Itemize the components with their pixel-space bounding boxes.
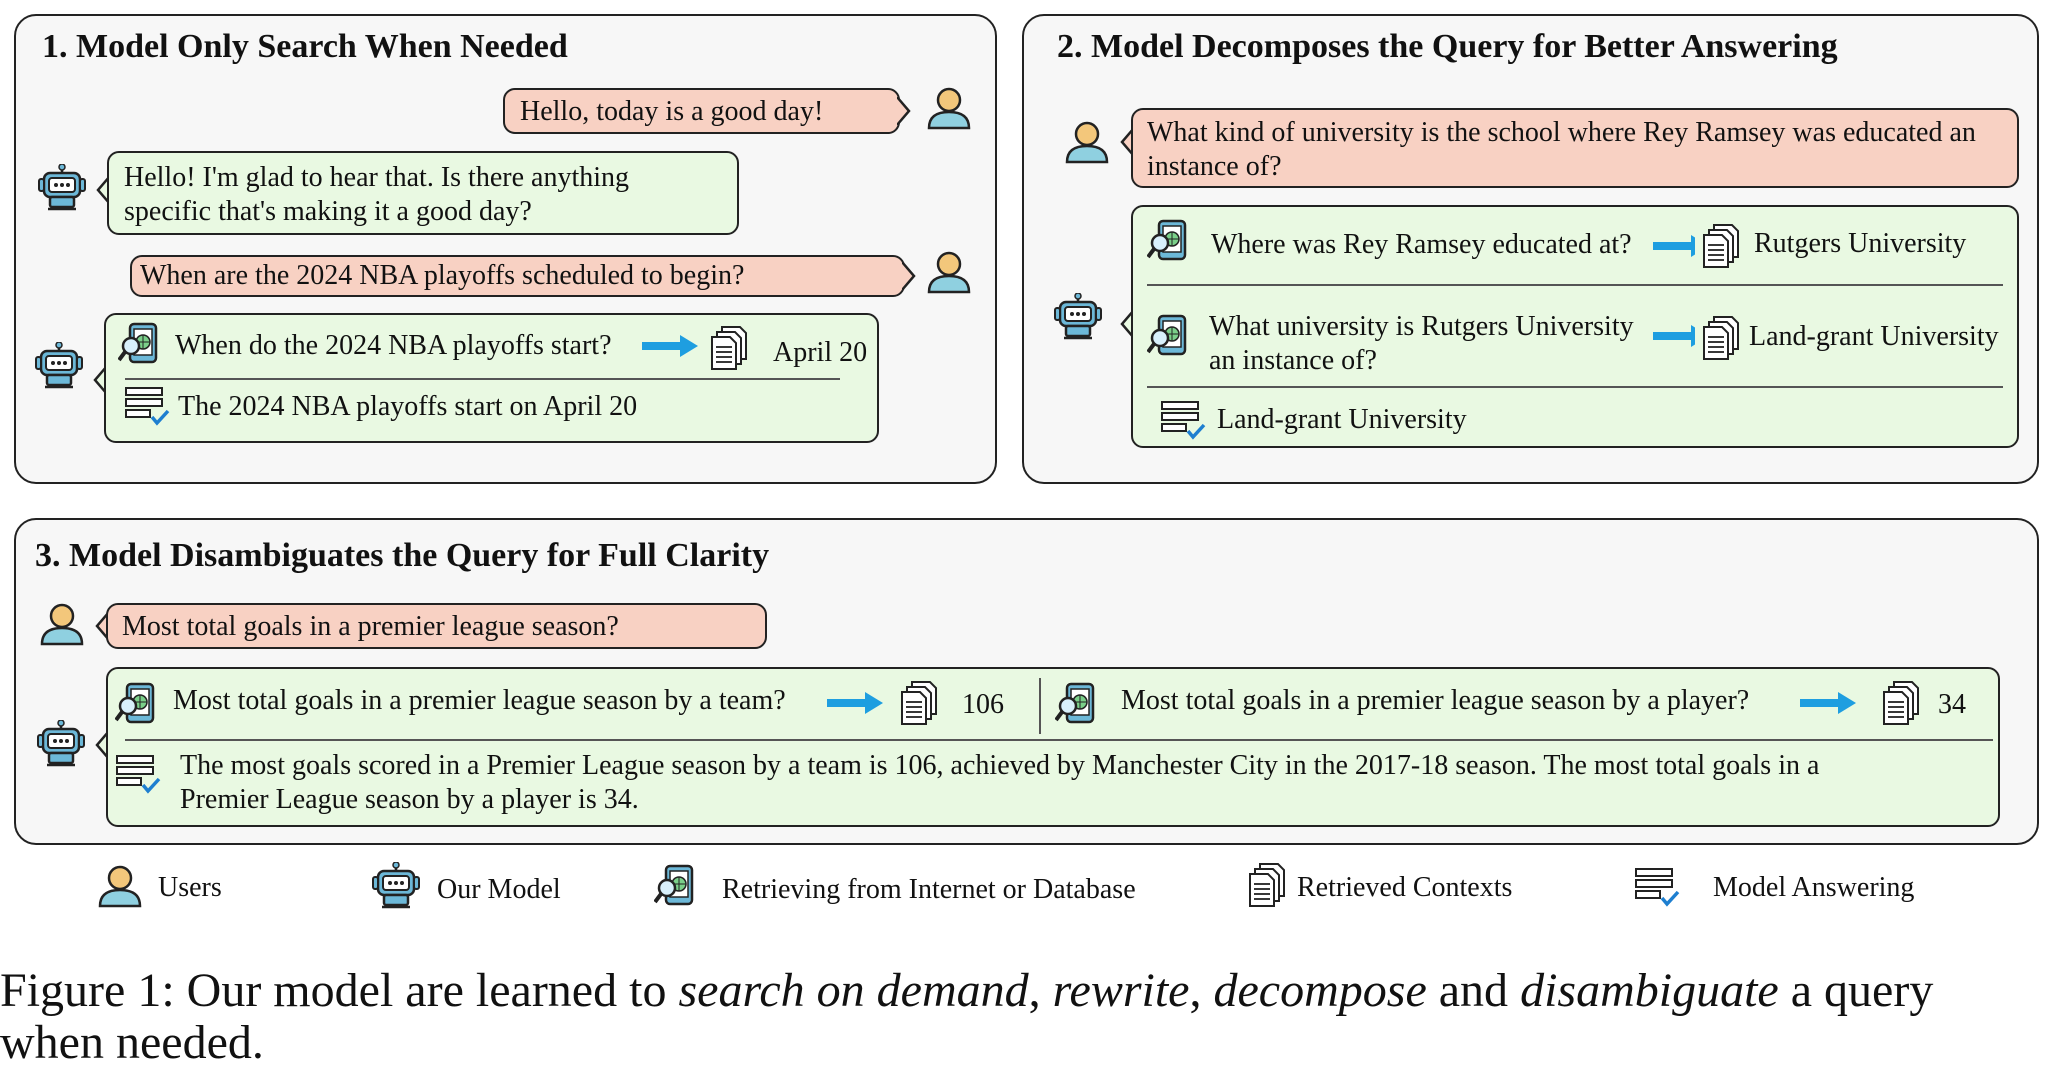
bot-message-1-line2: specific that's making it a good day? bbox=[124, 196, 532, 227]
sub-question-2-line2: an instance of? bbox=[1209, 345, 1377, 376]
clarified-answer-1: 106 bbox=[962, 689, 1004, 720]
caption-term-search: search on demand bbox=[678, 964, 1029, 1017]
divider bbox=[1147, 386, 2003, 388]
search-query: When do the 2024 NBA playoffs start? bbox=[175, 330, 612, 361]
legend-documents-icon bbox=[1249, 863, 1285, 907]
sub-answer-2: Land-grant University bbox=[1749, 321, 1999, 352]
clarified-answer-2: 34 bbox=[1938, 689, 1966, 720]
retrieve-icon bbox=[115, 682, 155, 724]
clarified-question-1: Most total goals in a premier league sea… bbox=[173, 685, 786, 716]
panel3-title: 3. Model Disambiguates the Query for Ful… bbox=[35, 537, 770, 574]
caption-line1: Figure 1: Our model are learned to searc… bbox=[0, 965, 2053, 1017]
robot-icon bbox=[1054, 293, 1102, 340]
final-answer-line2: Premier League season by a player is 34. bbox=[180, 784, 639, 815]
disambiguation-box bbox=[106, 667, 2000, 827]
user-message-1 bbox=[503, 88, 900, 134]
answer-icon bbox=[115, 754, 161, 793]
documents-icon bbox=[1703, 316, 1739, 360]
retrieve-icon bbox=[1055, 682, 1095, 724]
user-question-line1: What kind of university is the school wh… bbox=[1147, 117, 1976, 148]
divider bbox=[1039, 678, 1041, 734]
caption-sep: and bbox=[1426, 964, 1521, 1017]
bot-message-1-line1: Hello! I'm glad to hear that. Is there a… bbox=[124, 162, 629, 193]
legend-answering: Model Answering bbox=[1713, 872, 1915, 903]
final-answer-line1: The most goals scored in a Premier Leagu… bbox=[180, 750, 1820, 781]
answer-icon bbox=[1160, 400, 1206, 439]
bot-message-1 bbox=[107, 151, 739, 235]
user-icon bbox=[927, 251, 971, 294]
caption-term-disambiguate: disambiguate bbox=[1520, 964, 1779, 1017]
decomposition-box bbox=[1131, 205, 2019, 448]
user-message-1-text: Hello, today is a good day! bbox=[520, 96, 824, 127]
sub-question-2-line1: What university is Rutgers University bbox=[1209, 311, 1634, 342]
user-message-2-text: When are the 2024 NBA playoffs scheduled… bbox=[140, 260, 745, 291]
sub-question-1: Where was Rey Ramsey educated at? bbox=[1211, 229, 1632, 260]
caption-sep: , bbox=[1189, 964, 1214, 1017]
legend-users: Users bbox=[158, 872, 222, 903]
arrow-icon bbox=[642, 335, 698, 357]
documents-icon bbox=[1883, 681, 1919, 725]
divider bbox=[125, 739, 1993, 741]
legend-user-icon bbox=[98, 865, 142, 908]
legend-robot-icon bbox=[372, 862, 420, 909]
arrow-icon bbox=[1800, 692, 1856, 714]
caption-term-decompose: decompose bbox=[1213, 964, 1427, 1017]
legend-retrieving: Retrieving from Internet or Database bbox=[722, 874, 1136, 905]
robot-icon bbox=[37, 720, 85, 767]
arrow-icon bbox=[1653, 325, 1695, 347]
caption-suffix: a query bbox=[1778, 964, 1934, 1017]
model-answer: The 2024 NBA playoffs start on April 20 bbox=[178, 391, 638, 422]
documents-icon bbox=[711, 326, 747, 370]
caption-sep: , bbox=[1028, 964, 1053, 1017]
retrieve-icon bbox=[1147, 314, 1187, 356]
retrieve-icon bbox=[118, 322, 158, 364]
documents-icon bbox=[1703, 224, 1739, 268]
panel2-title: 2. Model Decomposes the Query for Better… bbox=[1057, 28, 1838, 65]
divider bbox=[1147, 284, 2003, 286]
legend-retrieve-icon bbox=[654, 864, 694, 906]
user-message-2 bbox=[130, 255, 905, 297]
robot-icon bbox=[38, 164, 86, 211]
divider bbox=[125, 378, 840, 380]
caption-line2: when needed. bbox=[0, 1016, 264, 1069]
legend-answer-icon bbox=[1634, 867, 1680, 906]
robot-icon bbox=[35, 342, 83, 389]
retrieve-icon bbox=[1147, 219, 1187, 261]
figure-caption: Figure 1: Our model are learned to searc… bbox=[0, 965, 2053, 1069]
final-answer: Land-grant University bbox=[1217, 404, 1467, 435]
user-icon bbox=[40, 603, 84, 646]
legend-model: Our Model bbox=[437, 874, 561, 905]
arrow-icon bbox=[827, 692, 883, 714]
clarified-question-2: Most total goals in a premier league sea… bbox=[1121, 685, 1750, 716]
retrieved-context: April 20 bbox=[773, 337, 868, 368]
bubble-tail bbox=[902, 262, 916, 290]
user-question bbox=[1131, 108, 2019, 188]
legend-contexts: Retrieved Contexts bbox=[1297, 872, 1513, 903]
documents-icon bbox=[901, 681, 937, 725]
panel1-title: 1. Model Only Search When Needed bbox=[42, 28, 568, 65]
arrow-icon bbox=[1653, 235, 1695, 257]
sub-answer-1: Rutgers University bbox=[1754, 228, 1967, 259]
caption-term-rewrite: rewrite bbox=[1052, 964, 1190, 1017]
user-question bbox=[106, 603, 767, 649]
bubble-tail bbox=[897, 97, 911, 125]
user-icon bbox=[1065, 121, 1109, 164]
user-icon bbox=[927, 87, 971, 130]
caption-prefix: Figure 1: Our model are learned to bbox=[0, 964, 679, 1017]
user-question-line2: instance of? bbox=[1147, 151, 1282, 182]
user-question-text: Most total goals in a premier league sea… bbox=[122, 611, 619, 642]
answer-icon bbox=[124, 386, 170, 425]
